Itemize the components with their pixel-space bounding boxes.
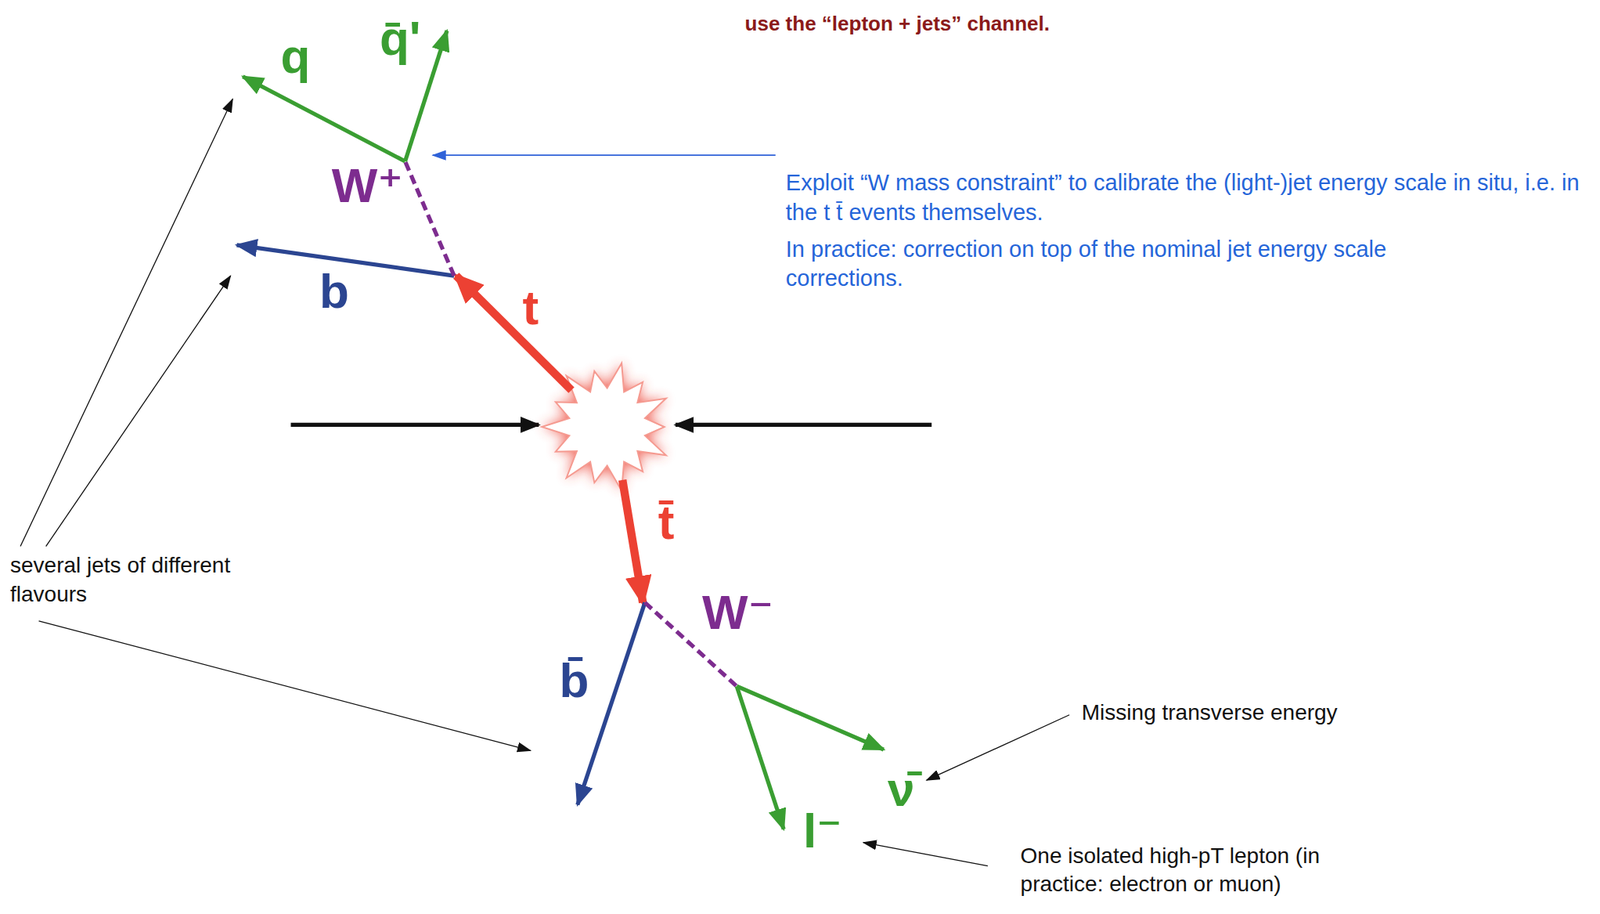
quark-line [242, 76, 405, 162]
particle-label: b̄ [558, 655, 589, 705]
annotation-text: One isolated high-pT lepton (in practice… [1020, 841, 1389, 899]
leader-line [926, 714, 1071, 780]
w-boson-line [405, 161, 455, 276]
leader-line [46, 275, 231, 547]
leader-line [863, 842, 988, 866]
leader-line [39, 620, 531, 751]
particle-label: t̄ [658, 497, 675, 547]
particle-label: l⁻ [803, 806, 843, 855]
antitop-arrow [622, 479, 643, 602]
annotation-text: Missing transverse energy [1081, 698, 1338, 727]
particle-label: t [522, 283, 539, 332]
annotation-text: several jets of different flavours [10, 550, 238, 610]
particle-label: W⁺ [331, 161, 404, 210]
particle-label: q̄' [379, 14, 422, 63]
neutrino-line [736, 685, 884, 750]
channel-note: use the “lepton + jets” channel. [745, 11, 1050, 37]
leader-line [20, 98, 233, 546]
particle-label: q [281, 32, 311, 81]
lepton-line [736, 685, 784, 829]
leader-line [432, 154, 776, 156]
top-arrow [456, 275, 572, 390]
beam-arrow [291, 422, 540, 427]
annotation-text: In practice: correction on top of the no… [785, 234, 1491, 294]
particle-label: b [319, 266, 350, 316]
particle-label: W⁻ [702, 587, 774, 637]
beam-arrow [675, 422, 932, 427]
annotation-text: Exploit “W mass constraint” to calibrate… [785, 168, 1593, 228]
particle-label: ν̄ [887, 764, 915, 814]
